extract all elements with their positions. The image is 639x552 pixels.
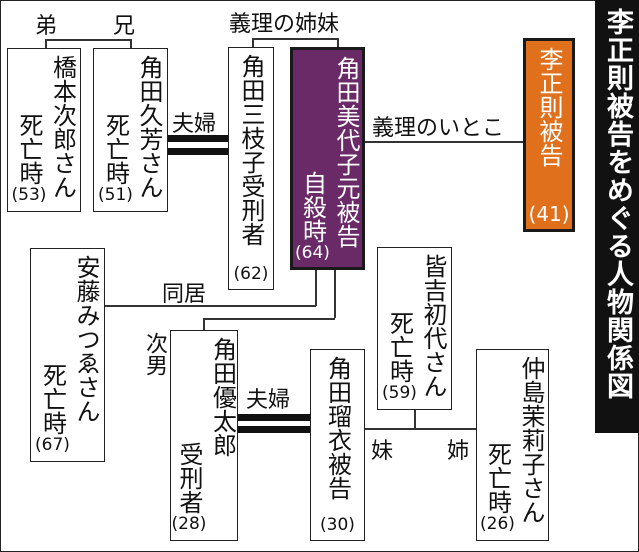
- person-age: (67): [35, 435, 70, 455]
- person-hashimoto: 橋本次郎さん 死亡時(53): [7, 48, 81, 212]
- son-line-v2: [203, 318, 205, 330]
- label-cohabiting: 同居: [162, 282, 207, 307]
- person-nakashima: 仲島茉莉子さん 死亡時(26): [476, 349, 549, 541]
- brothers-bracket-right: [130, 39, 132, 48]
- person-minayoshi: 皆吉初代さん 死亡時(59): [377, 247, 452, 410]
- person-name: 橋本次郎さん: [48, 55, 77, 199]
- person-name: 皆吉初代さん: [418, 254, 447, 398]
- brothers-bracket-left: [45, 39, 47, 48]
- person-name: 角田優太郎: [208, 337, 237, 457]
- label-married-1: 夫婦: [172, 112, 217, 137]
- person-status: 死亡時: [101, 113, 130, 185]
- person-name: 安藤みつゑさん: [71, 255, 100, 423]
- person-status: 受刑者: [175, 442, 203, 514]
- person-name: 李正則被告: [535, 47, 563, 167]
- person-age: (30): [320, 515, 355, 535]
- mother-line-v: [414, 410, 416, 428]
- diagram-title-text: 李正則被告をめぐる人物関係図: [602, 8, 633, 400]
- person-ando: 安藤みつゑさん 死亡時(67): [30, 248, 105, 462]
- person-rui: 角田瑠衣被告 (30): [310, 349, 365, 541]
- marriage-bar-2b: [238, 426, 310, 433]
- sisters-bracket: [252, 38, 337, 40]
- person-status: 死亡時: [38, 363, 67, 435]
- person-age: (59): [382, 383, 417, 403]
- sisters-line-h: [365, 428, 476, 430]
- marriage-bar-1b: [168, 148, 228, 155]
- label-younger-sister: 妹: [371, 439, 394, 464]
- label-older-sister: 姉: [447, 439, 470, 464]
- person-mieko: 角田三枝子受刑者 (62): [228, 47, 274, 290]
- person-yutaro: 角田優太郎 受刑者(28): [170, 330, 238, 541]
- person-name: 仲島茉莉子さん: [516, 356, 545, 524]
- person-status: 死亡時: [385, 311, 414, 383]
- person-age: (26): [480, 514, 515, 534]
- person-age: (51): [98, 185, 133, 205]
- person-age: (64): [295, 243, 330, 263]
- person-name: 角田久芳さん: [134, 55, 163, 199]
- person-miyoko: 角田美代子元被告 自殺時(64): [290, 47, 365, 270]
- person-ri: 李正則被告 (41): [523, 38, 575, 232]
- person-status: 死亡時: [15, 113, 43, 185]
- person-status: 自殺時: [298, 171, 327, 243]
- label-cousin-in-law: 義理のいとこ: [372, 116, 505, 141]
- diagram-title: 李正則被告をめぐる人物関係図: [595, 0, 639, 433]
- label-second-son: 次男: [142, 332, 167, 376]
- label-sisters-in-law: 義理の姉妹: [229, 12, 340, 37]
- brothers-bracket: [45, 39, 130, 41]
- cohabit-line-v: [315, 270, 317, 306]
- person-name: 角田三枝子受刑者: [237, 54, 265, 246]
- cohabit-line-h: [105, 305, 316, 307]
- sisters-bracket-right: [337, 38, 339, 47]
- person-age: (28): [171, 514, 207, 534]
- person-name: 角田瑠衣被告: [323, 356, 352, 500]
- label-married-2: 夫婦: [246, 388, 291, 413]
- person-age: (62): [233, 264, 269, 284]
- person-name: 角田美代子元被告: [331, 56, 360, 248]
- marriage-bar-1a: [168, 135, 228, 142]
- sisters-bracket-left: [252, 38, 254, 47]
- label-older-brother: 兄: [113, 14, 136, 39]
- cousin-line: [365, 141, 523, 143]
- person-hisayoshi: 角田久芳さん 死亡時(51): [93, 48, 168, 212]
- son-line-v: [334, 270, 336, 318]
- label-younger-brother: 弟: [35, 14, 58, 39]
- person-age: (41): [528, 202, 570, 226]
- son-line-h: [203, 318, 335, 320]
- person-status: 死亡時: [483, 442, 512, 514]
- marriage-bar-2a: [238, 414, 310, 421]
- person-age: (53): [11, 185, 47, 205]
